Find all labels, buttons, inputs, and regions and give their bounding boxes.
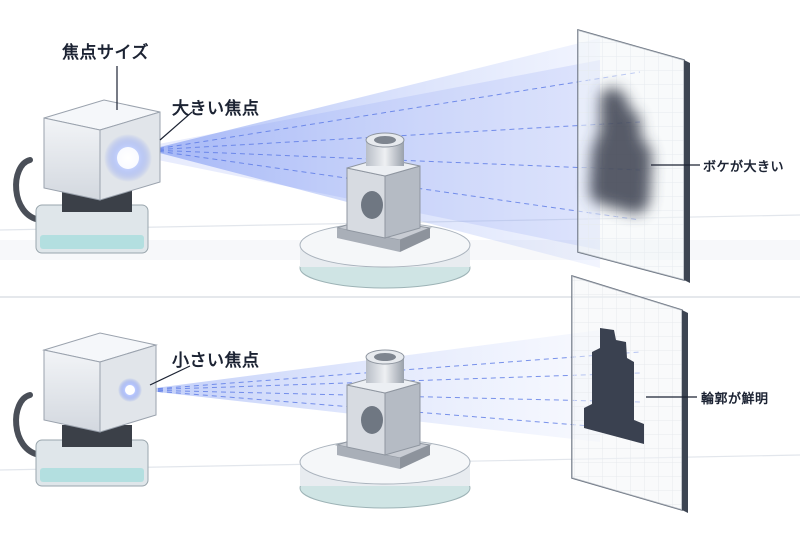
- blurred-shadow: [589, 87, 652, 214]
- leader-lines: [116, 66, 700, 398]
- detector-panel-icon: [571, 274, 688, 513]
- xray-source-icon: [13, 332, 158, 487]
- xray-source-icon: [13, 99, 161, 254]
- machined-part-icon: [336, 132, 432, 252]
- label-large-blur: ボケが大きい: [703, 160, 785, 175]
- detector-panel-icon: [577, 29, 690, 283]
- label-large-focal-spot: 大きい焦点: [172, 99, 260, 119]
- machined-part-icon: [335, 349, 432, 469]
- label-focal-spot-size: 焦点サイズ: [62, 43, 149, 63]
- label-small-focal-spot: 小さい焦点: [172, 351, 260, 371]
- label-sharp-outline: 輪郭が鮮明: [701, 392, 769, 407]
- sharp-shadow: [584, 328, 644, 444]
